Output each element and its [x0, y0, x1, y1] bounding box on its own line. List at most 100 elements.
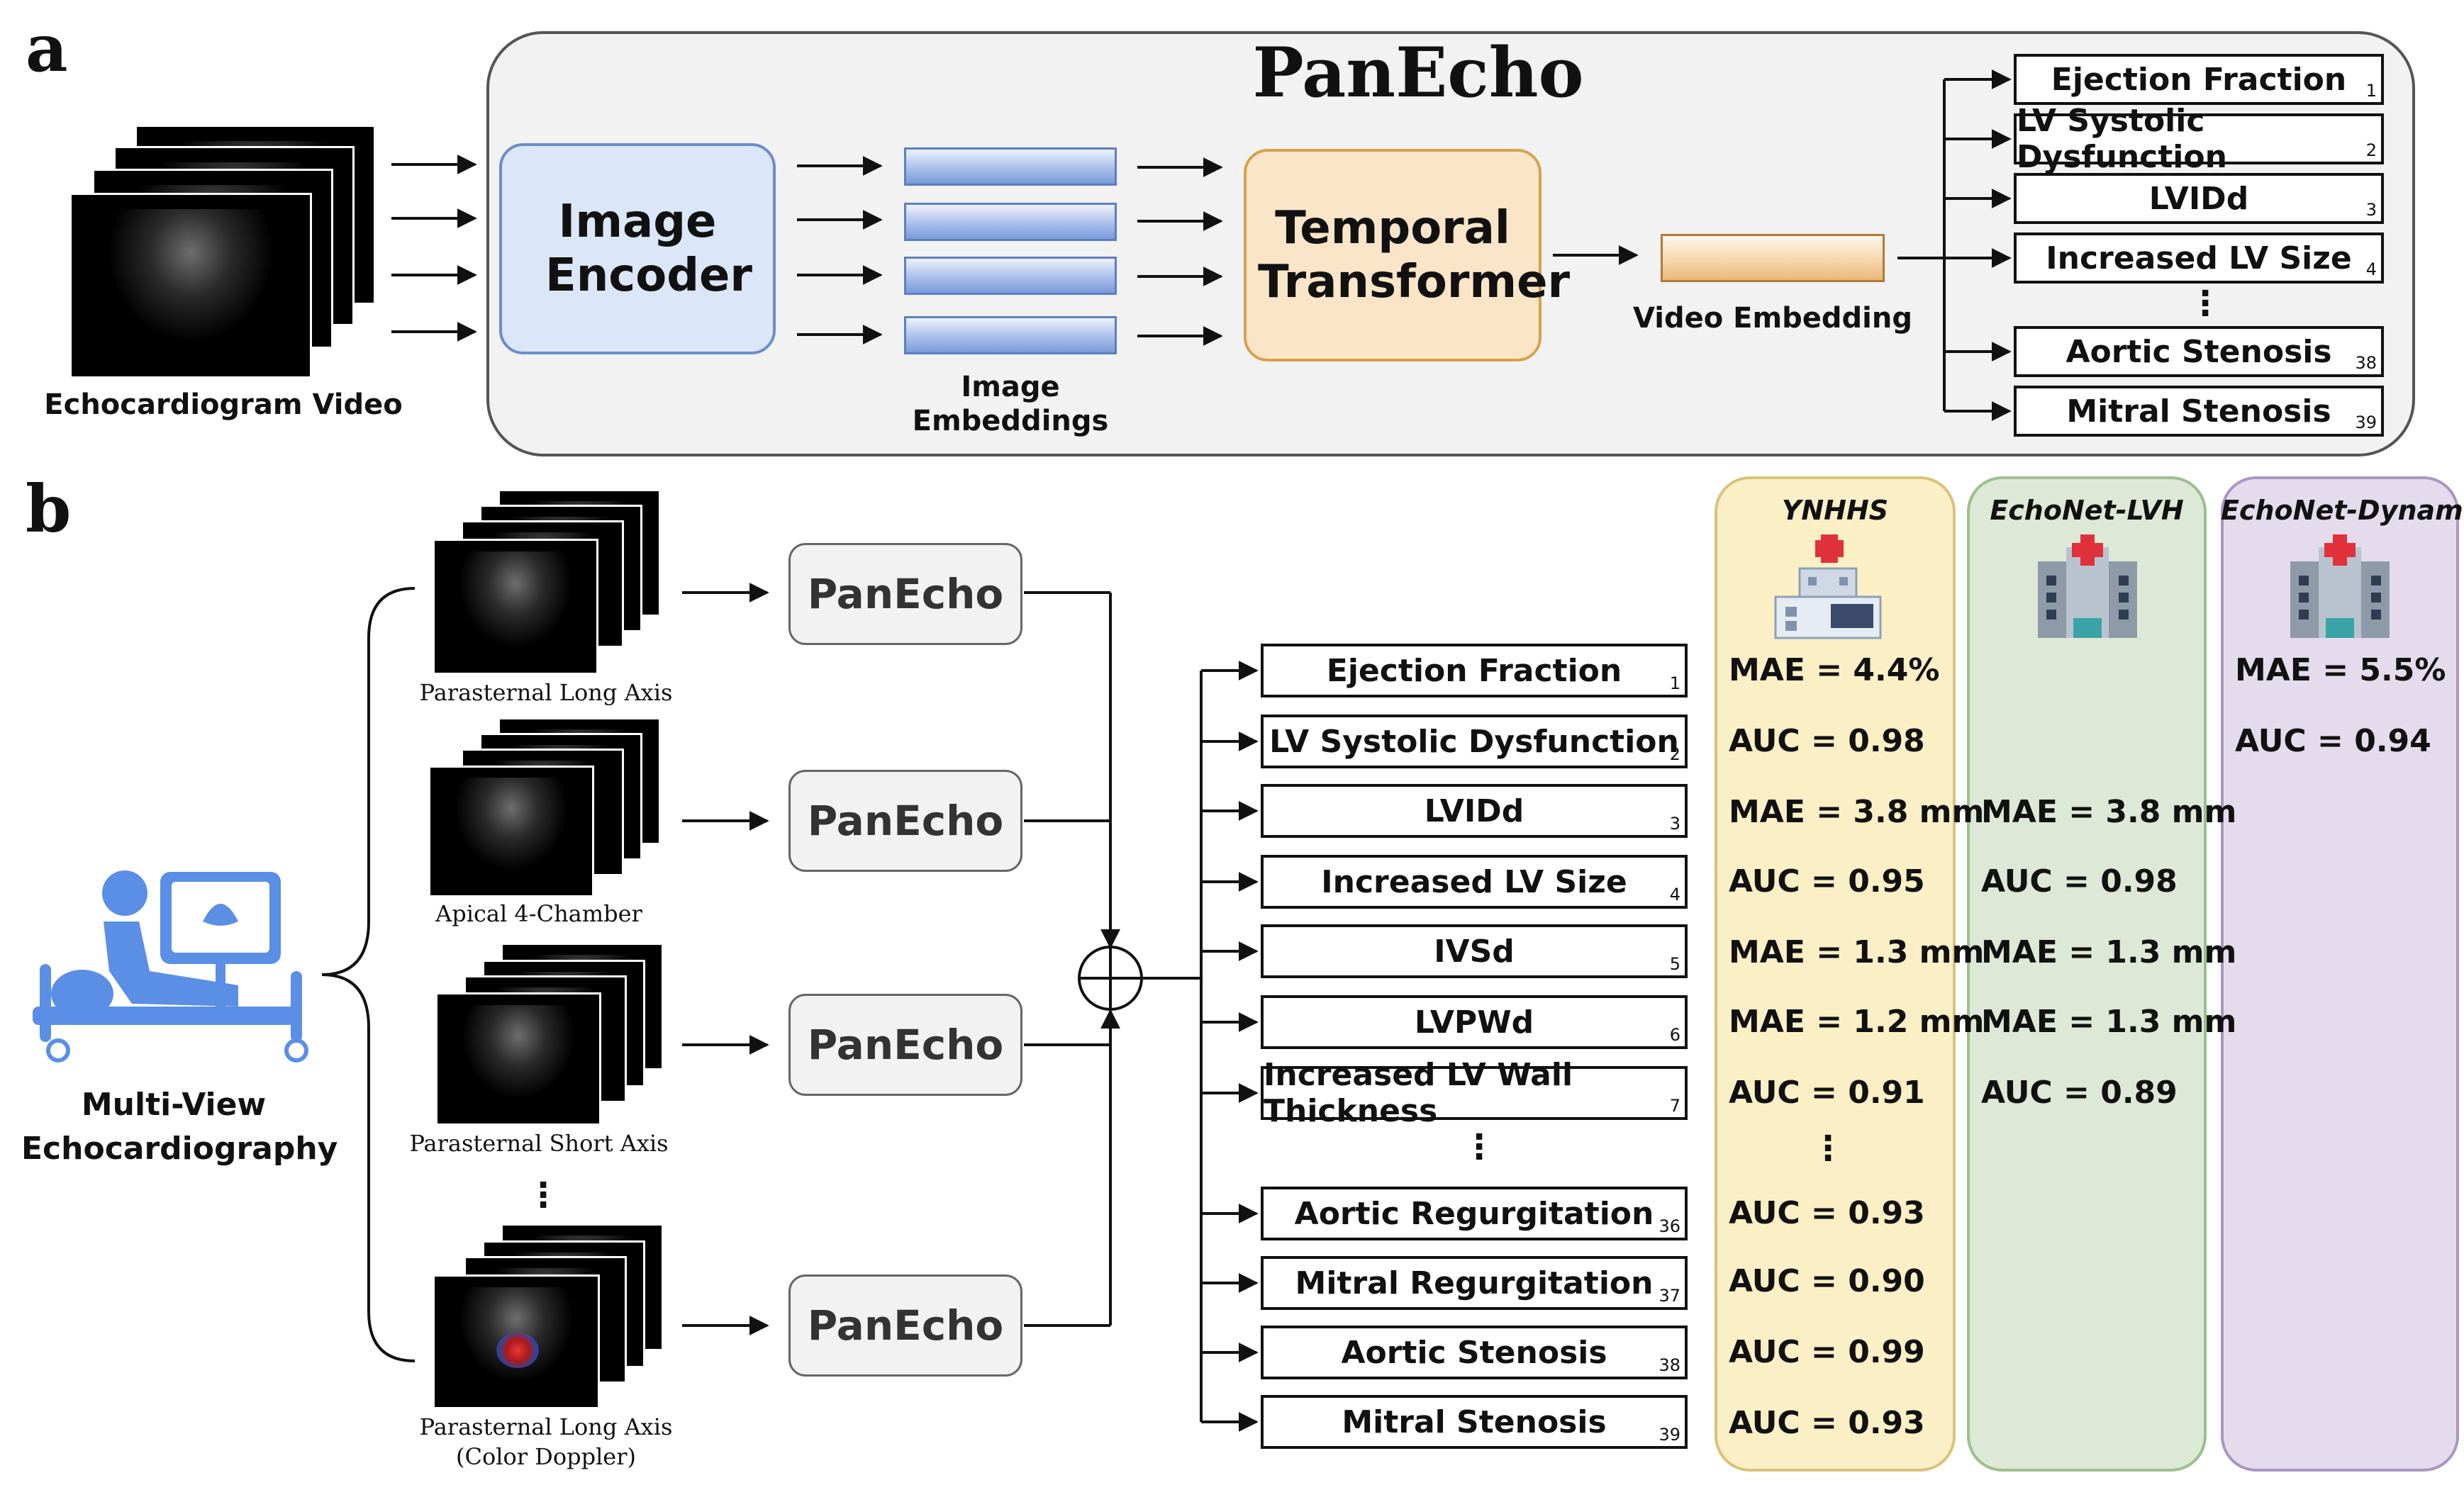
metric-value: AUC = 0.99	[1729, 1334, 1925, 1370]
image-embedding	[904, 147, 1117, 186]
a-task-label: Ejection Fraction	[2051, 61, 2347, 98]
temporal-transformer-block: Temporal Transformer	[1244, 149, 1571, 362]
metric-value: AUC = 0.91	[1729, 1075, 1925, 1111]
metric-value: MAE = 5.5%	[2235, 652, 2446, 688]
metric-value: AUC = 0.90	[1729, 1263, 1925, 1299]
panel-a-letter: a	[26, 10, 68, 86]
hospital-icon	[2290, 534, 2390, 638]
a-task-num: 4	[2365, 259, 2377, 279]
b-task-label: LVIDd	[1424, 792, 1524, 829]
panecho-label: PanEcho	[807, 797, 1004, 845]
image-embedding	[904, 257, 1117, 295]
b-task-num: 4	[1669, 885, 1680, 904]
b-task-row: Mitral Stenosis 39	[1261, 1395, 1688, 1449]
b-task-row: Increased LV Wall Thickness 7	[1261, 1057, 1688, 1129]
dataset-column-echonet-lvh	[1967, 476, 2207, 1472]
video-embedding-caption: Video Embedding	[1633, 302, 1912, 335]
hospital-icon	[2038, 534, 2137, 638]
a-task-label: LVIDd	[2148, 180, 2249, 217]
multi-view-label: Multi-View Echocardiography	[21, 1087, 338, 1167]
metric-value: AUC = 0.98	[1729, 723, 1925, 759]
patient-echo-icon	[33, 870, 308, 1063]
metric-value: MAE = 4.4%	[1729, 652, 1940, 688]
image-embeddings-caption: Image Embeddings	[912, 371, 1109, 437]
b-task-num: 6	[1669, 1025, 1680, 1045]
a-task-num: 39	[2355, 413, 2377, 432]
a-task-num: 3	[2365, 200, 2377, 220]
image-embedding	[904, 203, 1117, 241]
a-task-label: Aortic Stenosis	[2066, 333, 2332, 370]
b-task-row: Ejection Fraction 1	[1261, 644, 1688, 697]
view-caption: Parasternal Long Axis (Color Doppler)	[419, 1413, 673, 1470]
panecho-label: PanEcho	[807, 1021, 1004, 1069]
metric-value: AUC = 0.94	[2235, 723, 2431, 759]
b-task-label: Increased LV Size	[1321, 863, 1627, 900]
metric-value: MAE = 1.3 mm	[1981, 1004, 2237, 1040]
b-task-row: LVIDd 3	[1261, 784, 1688, 838]
panecho-title: PanEcho	[1252, 33, 1584, 113]
b-task-label: Increased LV Wall Thickness	[1264, 1057, 1573, 1129]
temporal-transformer-label: Temporal Transformer	[1258, 202, 1571, 308]
a-task-aortic-stenosis: Aortic Stenosis 38	[2014, 326, 2384, 377]
metric-value: MAE = 1.3 mm	[1981, 934, 2237, 970]
b-task-label: Mitral Regurgitation	[1295, 1265, 1654, 1301]
hospital-icon	[1774, 534, 1882, 639]
metric-value: AUC = 0.93	[1729, 1195, 1925, 1231]
view-brace	[321, 587, 416, 1362]
metric-value: AUC = 0.95	[1729, 863, 1925, 900]
b-task-label: LV Systolic Dysfunction	[1269, 723, 1679, 760]
b-task-label: IVSd	[1434, 933, 1515, 970]
panecho-block: PanEcho	[788, 994, 1022, 1096]
a-task-num: 38	[2355, 353, 2377, 373]
echo-video-caption: Echocardiogram Video	[44, 388, 403, 421]
b-task-label: Ejection Fraction	[1326, 652, 1622, 689]
b-task-label: Aortic Regurgitation	[1294, 1195, 1654, 1232]
a-task-num: 2	[2365, 140, 2377, 160]
view-caption: Parasternal Short Axis	[409, 1130, 669, 1157]
metric-value: MAE = 1.3 mm	[1729, 934, 1985, 970]
panecho-block: PanEcho	[788, 770, 1022, 872]
image-encoder-block: Image Encoder	[499, 143, 776, 354]
b-task-row: Increased LV Size 4	[1261, 855, 1688, 909]
a-task-lv-systolic-dysfunction: LV Systolic Dysfunction 2	[2014, 103, 2384, 175]
panecho-label: PanEcho	[807, 570, 1004, 618]
dataset-title: EchoNet-LVH	[1990, 495, 2184, 526]
a-task-label: Increased LV Size	[2046, 240, 2352, 276]
metric-value: MAE = 3.8 mm	[1981, 794, 2237, 830]
b-task-num: 2	[1669, 744, 1680, 764]
a-task-label: LV Systolic Dysfunction	[2017, 103, 2227, 175]
b-task-num: 3	[1669, 814, 1680, 834]
a-task-increased-lv-size: Increased LV Size 4	[2014, 232, 2384, 284]
b-task-num: 7	[1669, 1096, 1680, 1116]
panecho-label: PanEcho	[807, 1301, 1004, 1350]
panecho-block: PanEcho	[788, 1274, 1022, 1377]
b-task-label: Mitral Stenosis	[1342, 1403, 1607, 1440]
dataset-title: EchoNet-Dynamic	[2221, 495, 2464, 526]
b-task-num: 36	[1659, 1216, 1680, 1236]
dataset-column-ynhhs	[1715, 476, 1956, 1472]
metric-value: AUC = 0.89	[1981, 1075, 2178, 1111]
b-task-num: 1	[1669, 673, 1680, 693]
dataset-column-echonet-dynamic	[2221, 476, 2459, 1472]
metric-value: AUC = 0.93	[1729, 1405, 1925, 1441]
metric-value: AUC = 0.98	[1981, 863, 2178, 900]
metric-value: MAE = 3.8 mm	[1729, 794, 1985, 830]
a-task-lvidd: LVIDd 3	[2014, 173, 2384, 224]
image-encoder-label: Image Encoder	[545, 196, 752, 302]
b-task-num: 39	[1659, 1425, 1680, 1445]
view-caption: Parasternal Long Axis	[419, 679, 673, 706]
b-task-num: 37	[1659, 1286, 1680, 1306]
b-task-label: Aortic Stenosis	[1341, 1334, 1607, 1371]
panecho-block: PanEcho	[788, 543, 1022, 645]
a-task-num: 1	[2365, 81, 2377, 101]
dataset-title: YNHHS	[1781, 495, 1889, 526]
b-task-num: 38	[1659, 1355, 1680, 1375]
metric-value: MAE = 1.2 mm	[1729, 1004, 1985, 1040]
